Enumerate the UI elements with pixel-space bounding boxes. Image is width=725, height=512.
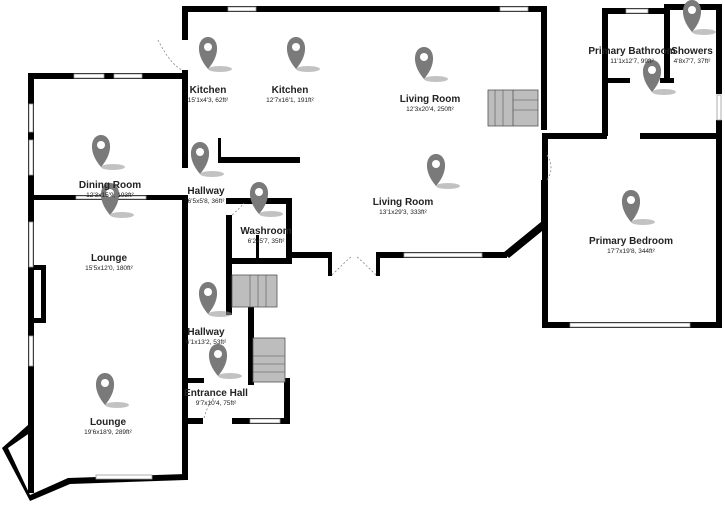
room-dimensions: 12'3x15'9, 193ft² xyxy=(86,192,134,199)
room-name: Primary Bedroom xyxy=(589,236,673,247)
map-marker-icon[interactable] xyxy=(426,154,460,189)
map-marker-icon[interactable] xyxy=(642,60,676,95)
room-dimensions: 15'5x12'0, 180ft² xyxy=(85,265,133,272)
room-name: Hallway xyxy=(187,327,225,338)
room-name: Showers xyxy=(671,46,713,57)
doors xyxy=(157,39,552,419)
map-marker-icon[interactable] xyxy=(95,373,129,408)
room-dimensions: 6'2x5'7, 35ft² xyxy=(247,238,285,245)
room-dimensions: 6'5x5'8, 36ft² xyxy=(187,198,225,205)
room-dimensions: 12'3x20'4, 250ft² xyxy=(406,106,454,113)
map-marker-icon[interactable] xyxy=(682,0,716,35)
room-dimensions: 9'7x10'4, 75ft² xyxy=(195,400,237,407)
map-marker-icon[interactable] xyxy=(198,282,232,317)
room-name: Lounge xyxy=(89,417,127,428)
room-name: Living Room xyxy=(399,94,461,105)
room-name: Hallway xyxy=(187,186,225,197)
room-dimensions: 4'8x7'7, 37ft² xyxy=(673,58,711,65)
map-marker-icon[interactable] xyxy=(198,37,232,72)
room-dimensions: 17'7x19'8, 344ft² xyxy=(607,248,655,255)
room-dimensions: 12'7x16'1, 191ft² xyxy=(266,97,314,104)
map-marker-icon[interactable] xyxy=(208,344,242,379)
room-name: Primary Bathroom xyxy=(588,46,676,57)
map-marker-icon[interactable] xyxy=(249,182,283,217)
map-marker-icon[interactable] xyxy=(414,47,448,82)
room-dimensions: 6'1x13'2, 53ft² xyxy=(185,339,227,346)
map-marker-icon[interactable] xyxy=(91,135,125,170)
map-marker-icon[interactable] xyxy=(286,37,320,72)
room-name: Entrance Hall xyxy=(184,388,248,399)
room-dimensions: 19'6x18'9, 289ft² xyxy=(84,429,132,436)
room-name: Kitchen xyxy=(189,85,227,96)
room-name: Dining Room xyxy=(78,180,142,191)
room-dimensions: 15'1x4'3, 62ft² xyxy=(187,97,229,104)
room-dimensions: 13'1x29'3, 333ft² xyxy=(379,209,427,216)
room-name: Washroom xyxy=(240,226,292,237)
room-dimensions: 11'1x12'7, 99ft² xyxy=(610,58,654,65)
stairs xyxy=(231,89,539,383)
map-marker-icons xyxy=(91,0,716,408)
room-name: Lounge xyxy=(90,253,128,264)
map-marker-icon[interactable] xyxy=(190,142,224,177)
map-marker-icon[interactable] xyxy=(100,183,134,218)
room-name: Living Room xyxy=(372,197,434,208)
room-name: Kitchen xyxy=(271,85,309,96)
map-marker-icon[interactable] xyxy=(621,190,655,225)
